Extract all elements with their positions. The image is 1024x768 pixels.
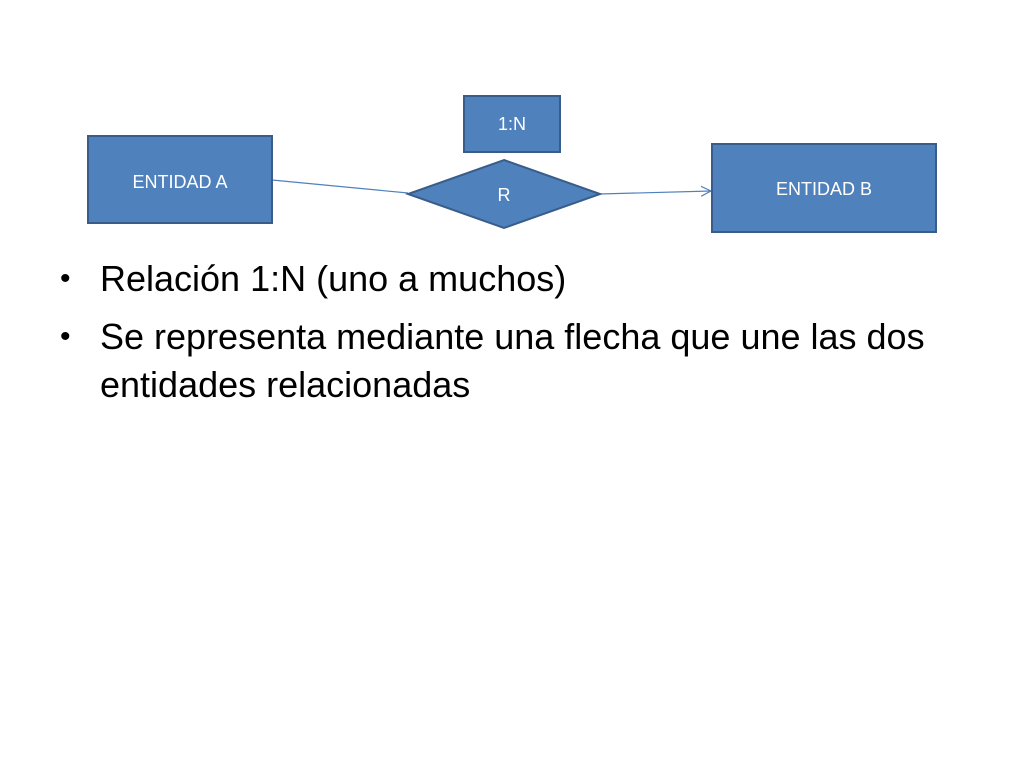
connector-r-to-b-arrow (599, 191, 711, 194)
cardinality-label: 1:N (498, 114, 526, 134)
relationship-label: R (498, 185, 511, 205)
bullet-list: • Relación 1:N (uno a muchos) • Se repre… (60, 255, 960, 419)
bullet-item: • Relación 1:N (uno a muchos) (60, 255, 960, 303)
connector-a-to-r (271, 179, 409, 194)
entity-a-label: ENTIDAD A (132, 172, 227, 192)
bullet-item: • Se representa mediante una flecha que … (60, 313, 960, 409)
cardinality-box: 1:N (463, 95, 561, 153)
bullet-text: Relación 1:N (uno a muchos) (100, 258, 567, 299)
bullet-dot-icon: • (60, 262, 71, 295)
bullet-dot-icon: • (60, 320, 71, 353)
entity-b: ENTIDAD B (711, 143, 937, 233)
entity-a: ENTIDAD A (87, 135, 273, 224)
relationship-diamond: R (405, 158, 603, 230)
er-diagram: ENTIDAD A 1:N R ENTIDAD B (87, 95, 937, 233)
bullet-text: Se representa mediante una flecha que un… (100, 316, 925, 405)
entity-b-label: ENTIDAD B (776, 179, 872, 199)
